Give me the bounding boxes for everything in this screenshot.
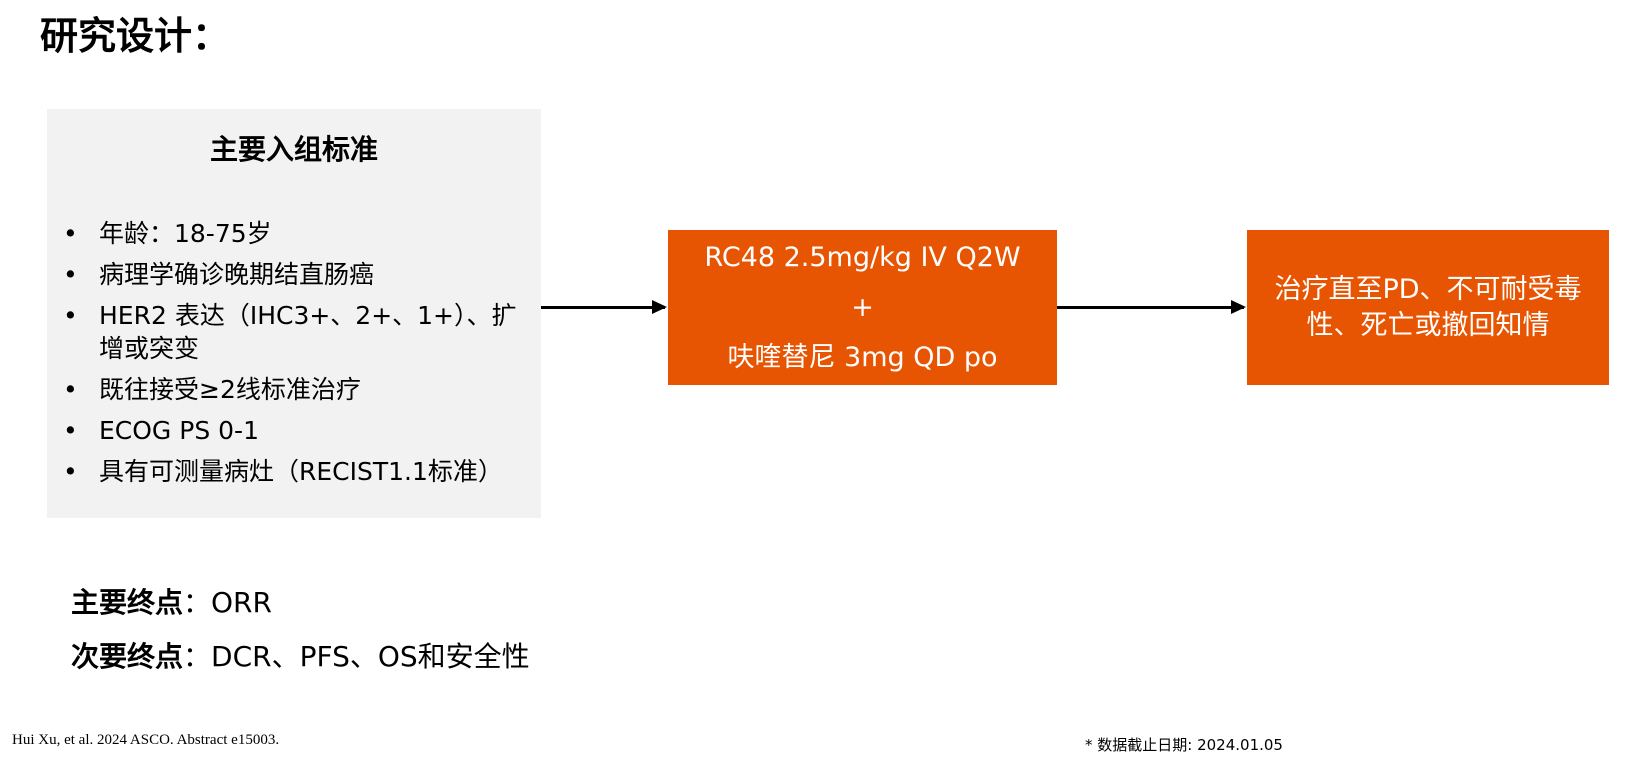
page-title: 研究设计： bbox=[40, 14, 231, 58]
bullet-icon: • bbox=[63, 457, 78, 486]
criteria-item-measurable-disease: • 具有可测量病灶（RECIST1.1标准） bbox=[47, 455, 541, 488]
primary-endpoint-value: ：ORR bbox=[183, 586, 272, 619]
primary-endpoint-label: 主要终点 bbox=[71, 586, 184, 619]
criteria-item-text: HER2 表达（IHC3+、2+、1+）、扩增或突变 bbox=[99, 301, 517, 363]
primary-endpoint: 主要终点：ORR bbox=[71, 584, 272, 622]
bullet-icon: • bbox=[63, 260, 78, 289]
criteria-item-text: 具有可测量病灶（RECIST1.1标准） bbox=[99, 457, 503, 486]
bullet-icon: • bbox=[63, 219, 78, 248]
criteria-item-text: ECOG PS 0-1 bbox=[99, 416, 259, 445]
criteria-item-text: 病理学确诊晚期结直肠癌 bbox=[99, 260, 375, 289]
inclusion-criteria-heading: 主要入组标准 bbox=[209, 133, 378, 166]
flow-arrow-to-treatment bbox=[541, 300, 667, 314]
criteria-item-text: 既往接受≥2线标准治疗 bbox=[99, 375, 361, 404]
treatment-drug-rc48: RC48 2.5mg/kg IV Q2W bbox=[704, 241, 1021, 273]
bullet-icon: • bbox=[63, 416, 78, 445]
citation-reference: Hui Xu, et al. 2024 ASCO. Abstract e1500… bbox=[12, 732, 280, 748]
criteria-item-age: • 年龄：18-75岁 bbox=[47, 217, 541, 250]
secondary-endpoint-label: 次要终点 bbox=[71, 640, 184, 673]
secondary-endpoint-value: ：DCR、PFS、OS和安全性 bbox=[183, 640, 530, 673]
flow-arrow-to-outcome bbox=[1057, 300, 1246, 314]
criteria-item-ecog: • ECOG PS 0-1 bbox=[47, 414, 541, 447]
treatment-duration-text: 治疗直至PD、不可耐受毒性、死亡或撤回知情 bbox=[1274, 273, 1582, 341]
criteria-item-her2: • HER2 表达（IHC3+、2+、1+）、扩增或突变 bbox=[47, 299, 541, 365]
criteria-item-prior-therapy: • 既往接受≥2线标准治疗 bbox=[47, 373, 541, 406]
data-cutoff-note: * 数据截止日期: 2024.01.05 bbox=[1085, 736, 1283, 754]
treatment-duration-box: 治疗直至PD、不可耐受毒性、死亡或撤回知情 bbox=[1247, 230, 1609, 385]
bullet-icon: • bbox=[63, 301, 78, 330]
inclusion-criteria-panel: 主要入组标准 • 年龄：18-75岁 • 病理学确诊晚期结直肠癌 • HER2 … bbox=[47, 109, 541, 518]
treatment-drug-fruquintinib: 呋喹替尼 3mg QD po bbox=[727, 341, 998, 373]
criteria-item-pathology: • 病理学确诊晚期结直肠癌 bbox=[47, 258, 541, 291]
criteria-item-text: 年龄：18-75岁 bbox=[99, 219, 272, 248]
bullet-icon: • bbox=[63, 375, 78, 404]
treatment-plus-sign: + bbox=[851, 291, 874, 323]
inclusion-criteria-list: • 年龄：18-75岁 • 病理学确诊晚期结直肠癌 • HER2 表达（IHC3… bbox=[47, 217, 541, 496]
secondary-endpoint: 次要终点：DCR、PFS、OS和安全性 bbox=[71, 638, 530, 676]
treatment-regimen-box: RC48 2.5mg/kg IV Q2W + 呋喹替尼 3mg QD po bbox=[668, 230, 1057, 385]
